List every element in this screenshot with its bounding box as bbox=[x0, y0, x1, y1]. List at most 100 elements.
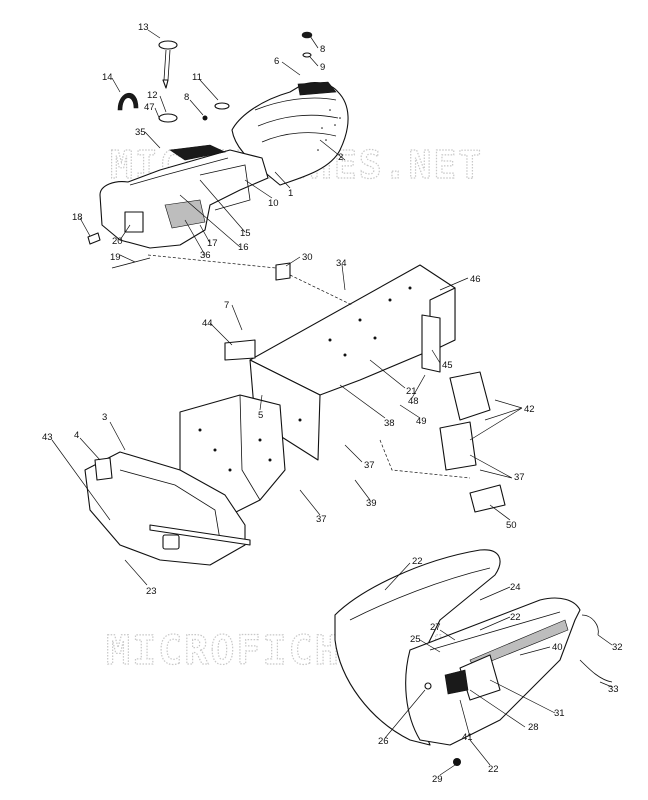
rear-panel-assembly bbox=[334, 549, 613, 766]
seat-and-tank-assembly bbox=[87, 31, 349, 269]
fuel-cap-stem bbox=[163, 49, 171, 81]
callout-20: 20 bbox=[112, 236, 123, 247]
fuel-cap-tip bbox=[162, 79, 169, 89]
callout-29: 29 bbox=[432, 774, 443, 785]
callout-49: 49 bbox=[416, 416, 427, 427]
callout-22-top: 22 bbox=[412, 556, 423, 567]
bumper-top-edge bbox=[429, 611, 561, 651]
callout-labels: 13 8 6 9 14 12 11 8 47 35 2 1 10 15 16 1… bbox=[42, 22, 623, 785]
callout-11: 11 bbox=[192, 72, 202, 83]
cable-33 bbox=[579, 659, 613, 683]
callout-37-c: 37 bbox=[316, 514, 327, 525]
callout-16: 16 bbox=[238, 242, 249, 253]
bracket-4 bbox=[94, 457, 113, 481]
bracket-42-upper bbox=[449, 371, 491, 421]
callout-9: 9 bbox=[320, 62, 325, 73]
callout-30: 30 bbox=[302, 252, 313, 263]
tank-strap bbox=[199, 164, 251, 211]
bracket-42-lower bbox=[439, 421, 477, 471]
screw-29 bbox=[453, 758, 461, 766]
seat-contour-1 bbox=[254, 97, 337, 111]
callout-4: 4 bbox=[74, 430, 79, 441]
callout-43: 43 bbox=[42, 432, 53, 443]
fuel-cap bbox=[158, 40, 178, 50]
seat-contour-2 bbox=[257, 114, 339, 127]
callout-38: 38 bbox=[384, 418, 395, 429]
seat-texture bbox=[317, 109, 341, 151]
callout-10: 10 bbox=[268, 198, 279, 209]
callout-1: 1 bbox=[288, 188, 293, 199]
callout-45: 45 bbox=[442, 360, 453, 371]
callout-42: 42 bbox=[524, 404, 535, 415]
callout-50: 50 bbox=[506, 520, 517, 531]
assembly-guide-1 bbox=[147, 254, 277, 269]
callout-24: 24 bbox=[510, 582, 521, 593]
cable-32 bbox=[581, 614, 599, 636]
latch-28 bbox=[444, 669, 469, 695]
steering-rod bbox=[149, 524, 251, 546]
cowl-edge bbox=[349, 567, 491, 621]
callout-44: 44 bbox=[202, 318, 213, 329]
seat-grip-strip bbox=[297, 81, 337, 96]
callout-13: 13 bbox=[138, 22, 149, 33]
pan-inner bbox=[119, 469, 221, 541]
fitting-18 bbox=[87, 232, 101, 245]
frame-assembly bbox=[84, 254, 506, 566]
callout-48: 48 bbox=[408, 396, 419, 407]
seat-contour-3 bbox=[261, 132, 337, 143]
bulkhead-edge bbox=[239, 394, 261, 501]
tank-mount-plate bbox=[124, 211, 144, 233]
callout-8-left: 8 bbox=[184, 92, 189, 103]
vent-hose bbox=[117, 92, 139, 111]
callout-17: 17 bbox=[207, 238, 218, 249]
frame-rivets bbox=[198, 286, 412, 472]
leader-lines bbox=[51, 29, 613, 776]
callout-8-top: 8 bbox=[320, 44, 325, 55]
tank-ridge bbox=[129, 157, 229, 186]
washer-9-top bbox=[302, 52, 312, 58]
callout-15: 15 bbox=[240, 228, 251, 239]
tank-side-panel bbox=[164, 199, 206, 229]
fuel-line-19 bbox=[111, 257, 151, 269]
callout-37-a: 37 bbox=[364, 460, 375, 471]
callout-39: 39 bbox=[366, 498, 377, 509]
callout-21: 21 bbox=[406, 386, 417, 397]
callout-34: 34 bbox=[336, 258, 347, 269]
callout-5: 5 bbox=[258, 410, 263, 421]
callout-25: 25 bbox=[410, 634, 421, 645]
grommet-26 bbox=[424, 682, 432, 690]
callout-35: 35 bbox=[135, 127, 146, 138]
grommet-11 bbox=[214, 102, 230, 110]
bracket-44 bbox=[224, 339, 256, 361]
callout-22-bottom: 22 bbox=[488, 764, 499, 775]
callout-18: 18 bbox=[72, 212, 83, 223]
callout-41: 41 bbox=[462, 732, 473, 743]
callout-26: 26 bbox=[378, 736, 389, 747]
tank-cap-recess bbox=[169, 144, 226, 161]
callout-23: 23 bbox=[146, 586, 157, 597]
bracket-45 bbox=[421, 314, 441, 373]
callout-36: 36 bbox=[200, 250, 211, 261]
callout-32: 32 bbox=[612, 642, 623, 653]
plate-50 bbox=[469, 484, 506, 513]
callout-46: 46 bbox=[470, 274, 481, 285]
callout-27: 27 bbox=[430, 622, 441, 633]
callout-31: 31 bbox=[554, 708, 565, 719]
callout-12: 12 bbox=[147, 90, 158, 101]
callout-37-b: 37 bbox=[514, 472, 525, 483]
callout-40: 40 bbox=[552, 642, 563, 653]
callout-22-mid: 22 bbox=[510, 612, 521, 623]
callout-6: 6 bbox=[274, 56, 279, 67]
callout-33: 33 bbox=[608, 684, 619, 695]
callout-47: 47 bbox=[144, 102, 155, 113]
callout-3: 3 bbox=[102, 412, 107, 423]
assembly-guide-2 bbox=[289, 274, 353, 306]
callout-19: 19 bbox=[110, 252, 121, 263]
filler-neck bbox=[158, 113, 178, 123]
washer-8-top bbox=[301, 31, 313, 39]
pan-cutout bbox=[162, 534, 180, 550]
callout-2: 2 bbox=[338, 152, 343, 163]
bracket-30 bbox=[275, 262, 291, 281]
callout-14: 14 bbox=[102, 72, 113, 83]
